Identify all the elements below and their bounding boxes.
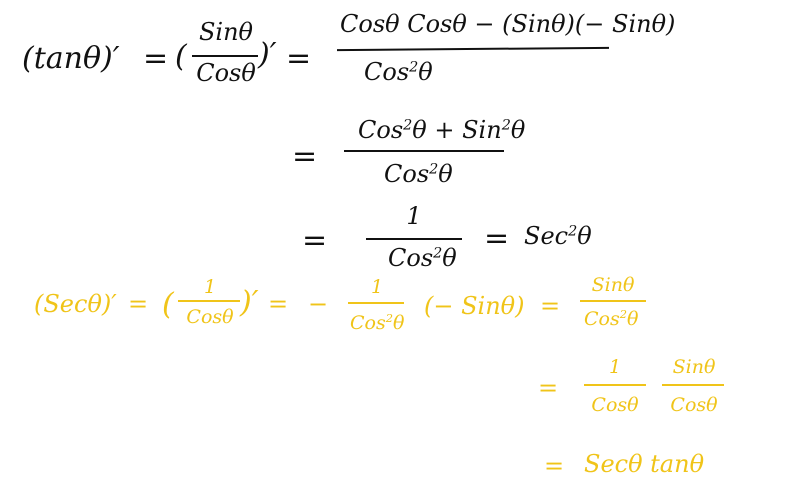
tan-frac3-numerator: Cos2θ + Sin2θ — [358, 116, 526, 144]
sec-frac5-numerator: Sinθ — [672, 356, 716, 378]
sec-frac5-bar — [662, 384, 724, 386]
tan-frac1-numerator: Sinθ — [198, 18, 254, 46]
tan-lhs: (tanθ)′ — [22, 41, 120, 76]
sec-frac3-numerator: Sinθ — [591, 274, 635, 296]
tan-equals-1: = — [143, 41, 169, 76]
tan-frac3-denominator: Cos2θ — [384, 160, 453, 188]
sec-factor: (− Sinθ) — [424, 292, 525, 320]
tan-equals-4: = — [302, 223, 328, 258]
tan-frac1-denominator: Cosθ — [196, 59, 256, 87]
tan-result: Sec2θ — [524, 222, 592, 250]
sec-frac2-numerator: 1 — [370, 276, 384, 298]
tan-frac2-denominator: Cos2θ — [364, 58, 433, 86]
sec-frac2-bar — [348, 302, 404, 304]
sec-frac2-denominator: Cos2θ — [350, 311, 405, 334]
sec-equals-4: = — [538, 374, 559, 402]
sec-frac3-bar — [580, 300, 646, 302]
tan-paren-close: )′ — [258, 37, 277, 72]
sec-paren-close: )′ — [240, 285, 259, 320]
tan-equals-2: = — [286, 41, 312, 76]
sec-equals-3: = — [540, 292, 561, 320]
tan-frac4-bar — [366, 238, 462, 240]
sec-frac1-denominator: Cosθ — [186, 306, 234, 328]
sec-equals-2: = — [268, 290, 289, 318]
tan-frac4-denominator: Cos2θ — [388, 244, 457, 272]
tan-equals-5: = — [484, 221, 510, 256]
sec-equals-1: = — [128, 290, 149, 318]
tan-frac4-numerator: 1 — [406, 202, 422, 230]
sec-paren-open: ( — [162, 287, 174, 322]
tan-frac3-bar — [344, 150, 504, 152]
tan-frac2-numerator: Cosθ Cosθ − (Sinθ)(− Sinθ) — [340, 10, 676, 38]
tan-paren-open: ( — [175, 39, 187, 74]
sec-frac4-denominator: Cosθ — [591, 394, 639, 416]
sec-frac4-numerator: 1 — [608, 356, 622, 378]
sec-result: Secθ tanθ — [584, 450, 705, 478]
tan-equals-3: = — [292, 139, 318, 174]
sec-frac5-denominator: Cosθ — [670, 394, 718, 416]
sec-frac1-bar — [178, 300, 240, 302]
sec-frac1-numerator: 1 — [203, 276, 217, 298]
sec-frac4-bar — [584, 384, 646, 386]
sec-frac3-denominator: Cos2θ — [584, 307, 639, 330]
sec-minus: − — [308, 290, 329, 318]
sec-lhs: (Secθ)′ — [34, 290, 117, 318]
tan-frac1-bar — [192, 55, 258, 57]
sec-equals-5: = — [544, 452, 565, 480]
tan-frac2-bar — [336, 46, 610, 52]
